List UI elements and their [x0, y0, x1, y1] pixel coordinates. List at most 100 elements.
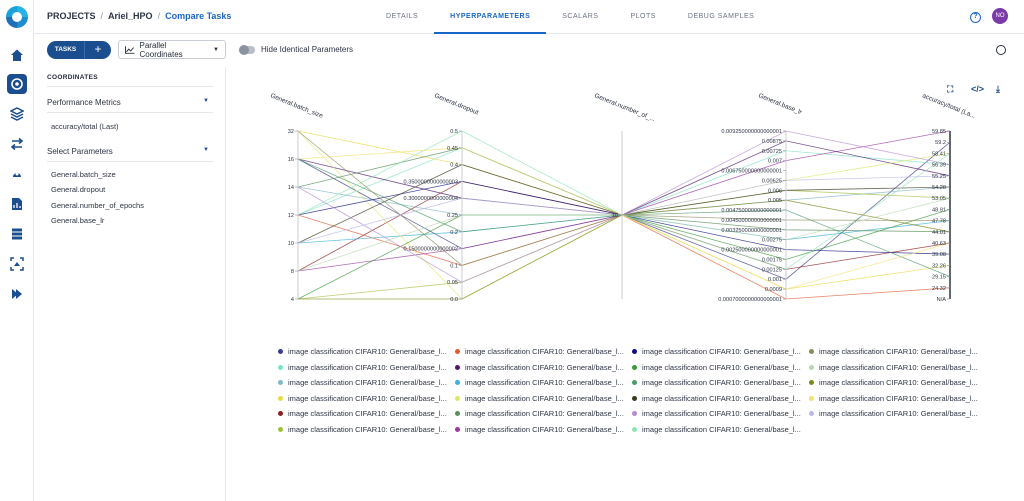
legend-label: image classification CIFAR10: General/ba… [288, 362, 447, 372]
legend-swatch [455, 395, 460, 401]
run-line [297, 147, 951, 290]
user-avatar[interactable]: NO [992, 8, 1008, 24]
tick-label: 0.1 [450, 263, 458, 269]
legend-item[interactable]: image classification CIFAR10: General/ba… [455, 347, 624, 356]
legend-label: image classification CIFAR10: General/ba… [465, 378, 624, 387]
tab-plots[interactable]: PLOTS [630, 13, 656, 20]
clearml-logo-icon[interactable] [6, 6, 28, 28]
coordinates-panel: COORDINATES Performance Metrics ▼ accura… [34, 67, 226, 501]
breadcrumb-current-page: Compare Tasks [165, 11, 232, 21]
legend-swatch [278, 411, 283, 416]
maximize-icon[interactable]: ⛶ [947, 84, 954, 94]
legend-item[interactable]: image classification CIFAR10: General/ba… [809, 347, 978, 356]
legend-item[interactable]: image classification CIFAR10: General/ba… [455, 378, 624, 387]
home-icon[interactable] [7, 45, 27, 65]
tick-label: 29.15 [932, 275, 946, 281]
projects-icon[interactable] [7, 74, 27, 94]
breadcrumb-project[interactable]: Ariel_HPO [108, 11, 153, 21]
tick-label: 0.009250000000000001 [721, 129, 782, 135]
legend-swatch [632, 349, 637, 354]
datasets-icon[interactable] [7, 104, 27, 124]
models-icon[interactable] [7, 164, 27, 184]
legend-item[interactable]: image classification CIFAR10: General/ba… [455, 409, 624, 418]
legend-swatch [632, 395, 637, 401]
nav-rail [0, 0, 34, 501]
chevron-down-icon: ▼ [203, 147, 209, 153]
tick-label: 0.007 [768, 159, 782, 165]
divider [47, 86, 213, 87]
workers-icon[interactable] [7, 224, 27, 244]
parameter-item[interactable]: General.base_lr [51, 216, 105, 225]
tick-label: 0.00875 [762, 139, 782, 145]
tasks-button-group: TASKS + [47, 41, 111, 59]
parameter-item[interactable]: General.batch_size [51, 170, 116, 179]
help-icon[interactable]: ? [970, 12, 981, 23]
legend-item[interactable]: image classification CIFAR10: General/ba… [809, 394, 978, 403]
legend-swatch [632, 364, 637, 370]
tick-label: 0.1500000000000002 [404, 247, 458, 253]
legend-label: image classification CIFAR10: General/ba… [465, 409, 624, 418]
legend-item[interactable]: image classification CIFAR10: General/ba… [632, 425, 801, 434]
legend-item[interactable]: image classification CIFAR10: General/ba… [632, 394, 801, 403]
tick-label: 0.25 [447, 213, 458, 219]
legend-swatch [455, 426, 460, 432]
tick-label: 0.2 [450, 230, 458, 236]
download-icon[interactable]: ⤓ [996, 84, 1000, 94]
legend-label: image classification CIFAR10: General/ba… [819, 393, 978, 403]
hide-identical-toggle[interactable] [239, 45, 255, 55]
legend-swatch [455, 411, 460, 416]
legend-item[interactable]: image classification CIFAR10: General/ba… [278, 363, 447, 372]
tick-label: 56.39 [932, 163, 946, 169]
legend-item[interactable]: image classification CIFAR10: General/ba… [809, 409, 978, 418]
tick-label: 0.001 [768, 277, 782, 283]
legend-item[interactable]: image classification CIFAR10: General/ba… [632, 347, 801, 356]
run-line [297, 147, 951, 216]
metric-item[interactable]: accuracy/total (Last) [51, 122, 119, 131]
tick-label: 32 [288, 129, 294, 135]
reports-icon[interactable] [7, 194, 27, 214]
tasks-button[interactable]: TASKS [54, 46, 77, 53]
view-selector[interactable]: Parallel Coordinates ▼ [118, 40, 226, 59]
parameter-item[interactable]: General.dropout [51, 185, 106, 194]
tab-scalars[interactable]: SCALARS [562, 13, 599, 20]
legend-item[interactable]: image classification CIFAR10: General/ba… [809, 378, 978, 387]
refresh-icon[interactable] [996, 45, 1006, 55]
legend-item[interactable]: image classification CIFAR10: General/ba… [278, 394, 447, 403]
tick-label: 0.00175 [762, 257, 782, 263]
legend-label: image classification CIFAR10: General/ba… [465, 347, 624, 356]
legend-item[interactable]: image classification CIFAR10: General/ba… [278, 425, 447, 434]
legend-item[interactable]: image classification CIFAR10: General/ba… [278, 378, 447, 387]
tab-hyperparameters[interactable]: HYPERPARAMETERS [434, 0, 547, 34]
tick-label: N/A [937, 297, 947, 303]
legend-item[interactable]: image classification CIFAR10: General/ba… [455, 394, 624, 403]
tick-label: 0.002500000000000001 [721, 248, 782, 254]
legend-item[interactable]: image classification CIFAR10: General/ba… [278, 347, 447, 356]
applications-icon[interactable] [7, 284, 27, 304]
embed-code-icon[interactable]: </> [971, 84, 985, 94]
annotations-icon[interactable] [7, 254, 27, 274]
legend-item[interactable]: image classification CIFAR10: General/ba… [455, 363, 624, 372]
tick-label: 55.25 [932, 174, 946, 180]
legend-item[interactable]: image classification CIFAR10: General/ba… [278, 409, 447, 418]
pipelines-icon[interactable] [7, 134, 27, 154]
tick-label: 0.0009 [765, 287, 782, 293]
legend-item[interactable]: image classification CIFAR10: General/ba… [632, 363, 801, 372]
legend-item[interactable]: image classification CIFAR10: General/ba… [455, 425, 624, 434]
axis-label: General.dropout [433, 92, 479, 116]
legend-swatch [278, 364, 283, 370]
legend-item[interactable]: image classification CIFAR10: General/ba… [632, 378, 801, 387]
add-task-button[interactable]: + [84, 41, 111, 59]
tick-label: 0.003250000000000001 [721, 228, 782, 234]
divider [47, 112, 213, 113]
legend-item[interactable]: image classification CIFAR10: General/ba… [809, 363, 978, 372]
select-parameters-dropdown[interactable]: Select Parameters ▼ [47, 147, 213, 156]
tab-debug-samples[interactable]: DEBUG SAMPLES [687, 13, 755, 20]
breadcrumb-projects[interactable]: PROJECTS [47, 11, 96, 21]
legend-item[interactable]: image classification CIFAR10: General/ba… [632, 409, 801, 418]
tick-label: 47.78 [932, 219, 946, 225]
top-header: PROJECTS / Ariel_HPO / Compare Tasks DET… [34, 0, 1024, 34]
performance-metrics-dropdown[interactable]: Performance Metrics ▼ [47, 98, 213, 107]
parallel-coordinates-chart[interactable]: General.batch_size321614121084General.dr… [226, 67, 1024, 327]
parameter-item[interactable]: General.number_of_epochs [51, 201, 144, 210]
tab-details[interactable]: DETAILS [386, 13, 419, 20]
